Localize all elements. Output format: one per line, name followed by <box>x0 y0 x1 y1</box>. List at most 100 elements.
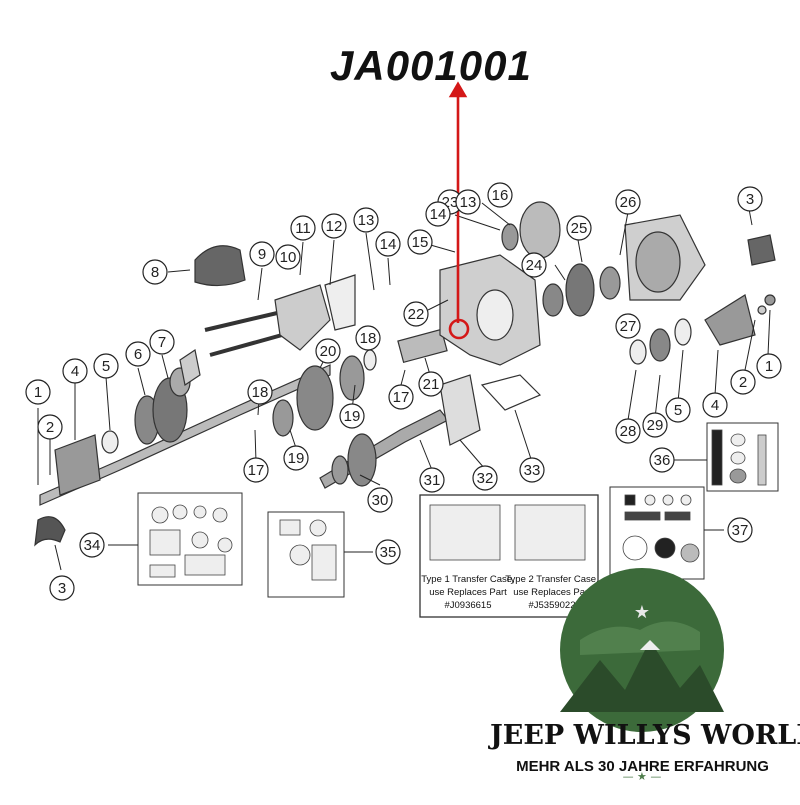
callout-1: 1 <box>756 353 782 379</box>
callout-label: 31 <box>424 472 441 489</box>
callout-label: 37 <box>732 522 749 539</box>
callout-circle <box>125 341 151 367</box>
callout-label: 20 <box>320 343 337 360</box>
callout-circle <box>353 207 379 233</box>
callout-label: 16 <box>492 187 509 204</box>
callout-circle <box>665 397 691 423</box>
callout-label: 22 <box>408 306 425 323</box>
callout-3: 3 <box>737 186 763 212</box>
callout-label: 21 <box>423 376 440 393</box>
callout-circle <box>49 575 75 601</box>
callout-label: 18 <box>252 384 269 401</box>
callout-circle <box>388 384 414 410</box>
callout-circle <box>249 241 275 267</box>
callout-label: 25 <box>571 220 588 237</box>
callout-circle <box>737 186 763 212</box>
callout-9: 9 <box>249 241 275 267</box>
callout-label: 9 <box>258 246 266 263</box>
callout-label: 18 <box>360 330 377 347</box>
inset-type2-line1: Type 2 Transfer Case, <box>505 574 598 585</box>
callout-label: 11 <box>295 220 311 237</box>
callout-19: 19 <box>283 445 309 471</box>
callout-label: 2 <box>46 419 54 436</box>
callout-label: 4 <box>71 363 79 380</box>
inset-type1-line1: Type 1 Transfer Case, <box>421 574 514 585</box>
callout-7: 7 <box>149 329 175 355</box>
callout-label: 17 <box>393 389 410 406</box>
callout-label: 36 <box>654 452 671 469</box>
callout-circle <box>425 201 451 227</box>
callout-15: 15 <box>407 229 433 255</box>
callout-circle <box>418 371 444 397</box>
callout-circle <box>355 325 381 351</box>
callout-circle <box>455 189 481 215</box>
callout-circle <box>702 392 728 418</box>
callout-circle <box>37 414 63 440</box>
callout-circle <box>79 532 105 558</box>
callout-circle <box>275 244 301 270</box>
callout-circle <box>375 231 401 257</box>
callout-circle <box>142 259 168 285</box>
callout-13: 13 <box>455 189 481 215</box>
callout-circle <box>615 418 641 444</box>
callout-label: 5 <box>102 358 110 375</box>
callout-35: 35 <box>375 539 401 565</box>
callout-circle <box>756 353 782 379</box>
callout-label: 29 <box>647 417 664 434</box>
callout-label: 8 <box>151 264 159 281</box>
callout-label: 13 <box>460 194 477 211</box>
callout-label: 7 <box>158 334 166 351</box>
callout-label: 26 <box>620 194 637 211</box>
callout-19: 19 <box>339 403 365 429</box>
callout-33: 33 <box>519 457 545 483</box>
inset-box <box>419 494 599 618</box>
callout-circle <box>247 379 273 405</box>
callout-circle <box>615 189 641 215</box>
callout-21: 21 <box>418 371 444 397</box>
callout-14: 14 <box>425 201 451 227</box>
callout-label: 5 <box>674 402 682 419</box>
callout-circle <box>487 182 513 208</box>
highlight-arrowhead <box>448 81 468 98</box>
callout-17: 17 <box>243 457 269 483</box>
callout-circle <box>730 369 756 395</box>
callout-label: 17 <box>248 462 265 479</box>
callout-16: 16 <box>487 182 513 208</box>
brand-logo: ★ — ★ — <box>560 568 724 783</box>
logo-star-bottom: — ★ — <box>623 770 662 783</box>
kit-artwork <box>149 429 767 581</box>
callout-circle <box>243 457 269 483</box>
callout-label: 14 <box>380 236 397 253</box>
inset-type1-line3: #J0936615 <box>444 600 491 611</box>
callout-24: 24 <box>521 252 547 278</box>
logo-mountains <box>560 640 724 712</box>
callout-10: 10 <box>275 244 301 270</box>
callout-5: 5 <box>93 353 119 379</box>
parts-artwork <box>34 201 776 547</box>
callout-label: 28 <box>620 423 637 440</box>
callout-label: 19 <box>344 408 361 425</box>
callout-circle <box>519 457 545 483</box>
callout-label: 1 <box>765 358 773 375</box>
callout-circle <box>472 465 498 491</box>
highlight-ring <box>448 318 470 340</box>
callout-37: 37 <box>727 517 753 543</box>
callout-2: 2 <box>37 414 63 440</box>
callout-circle <box>649 447 675 473</box>
brand-tagline: MEHR ALS 30 JAHRE ERFAHRUNG <box>516 758 769 775</box>
callout-30: 30 <box>367 487 393 513</box>
callout-13: 13 <box>353 207 379 233</box>
callout-12: 12 <box>321 213 347 239</box>
callout-circle <box>521 252 547 278</box>
callout-11: 11 <box>290 215 316 241</box>
callout-18: 18 <box>247 379 273 405</box>
callout-circle <box>321 213 347 239</box>
callout-label: 15 <box>412 234 429 251</box>
callout-label: 14 <box>430 206 447 223</box>
callout-label: 2 <box>739 374 747 391</box>
callout-31: 31 <box>419 467 445 493</box>
callout-circle <box>566 215 592 241</box>
kit-box-35 <box>267 511 345 598</box>
callout-34: 34 <box>79 532 105 558</box>
